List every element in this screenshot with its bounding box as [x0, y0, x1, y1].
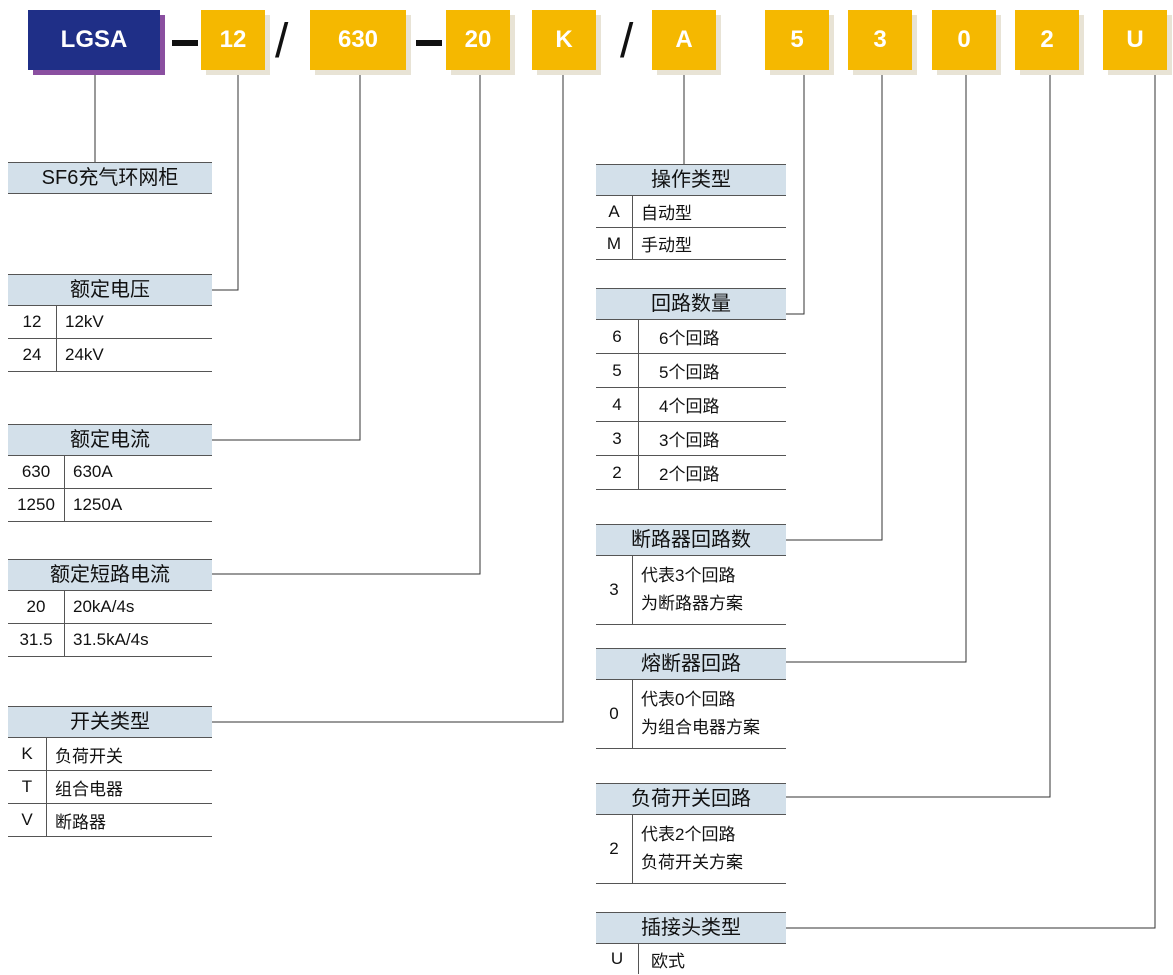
table-row: 20 20kA/4s — [8, 591, 212, 624]
table-row: M 手动型 — [596, 228, 786, 260]
table-row: 3 3个回路 — [596, 422, 786, 456]
panel-load-switch-loops: 负荷开关回路 2 代表2个回路负荷开关方案 — [596, 783, 786, 884]
panel-switch-type: 开关类型 K 负荷开关 T 组合电器 V 断路器 — [8, 706, 212, 837]
panel-current: 额定电流 630 630A 1250 1250A — [8, 424, 212, 522]
connector-U — [786, 70, 1156, 929]
connector-0 — [786, 70, 967, 663]
code-box-2: 2 — [1015, 10, 1084, 75]
panel-breaker-loops: 断路器回路数 3 代表3个回路为断路器方案 — [596, 524, 786, 625]
table-row: 1250 1250A — [8, 489, 212, 522]
panel-loop-count: 回路数量 6 6个回路 5 5个回路 4 4个回路 3 3个回路 2 2个回路 — [596, 288, 786, 490]
code-box-3: 3 — [848, 10, 917, 75]
panel-fuse-loops: 熔断器回路 0 代表0个回路为组合电器方案 — [596, 648, 786, 749]
panel-plug-type: 插接头类型 U 欧式 — [596, 912, 786, 974]
code-box-630: 630 — [310, 10, 411, 75]
panel-title: SF6充气环网柜 — [8, 162, 212, 194]
panel-title: 额定电压 — [8, 274, 212, 306]
code-box-LGSA: LGSA — [28, 10, 165, 75]
panel-title: 操作类型 — [596, 164, 786, 196]
table-row: 5 5个回路 — [596, 354, 786, 388]
panel-title: 负荷开关回路 — [596, 783, 786, 815]
table-row: 6 6个回路 — [596, 320, 786, 354]
connector-2 — [786, 70, 1051, 798]
table-row: 24 24kV — [8, 339, 212, 372]
connector-630 — [212, 70, 361, 441]
table-row: 2 代表2个回路负荷开关方案 — [596, 815, 786, 884]
table-row: 4 4个回路 — [596, 388, 786, 422]
table-row: U 欧式 — [596, 944, 786, 974]
panel-product: SF6充气环网柜 — [8, 162, 212, 194]
separator-slash: / — [275, 15, 289, 68]
table-row: 3 代表3个回路为断路器方案 — [596, 556, 786, 625]
table-row: 630 630A — [8, 456, 212, 489]
table-row: T 组合电器 — [8, 771, 212, 804]
panel-title: 额定短路电流 — [8, 559, 212, 591]
separator-dash — [416, 40, 442, 46]
panel-voltage: 额定电压 12 12kV 24 24kV — [8, 274, 212, 372]
panel-operation-type: 操作类型 A 自动型 M 手动型 — [596, 164, 786, 260]
table-row: 2 2个回路 — [596, 456, 786, 490]
code-box-20: 20 — [446, 10, 515, 75]
panel-title: 开关类型 — [8, 706, 212, 738]
code-box-K: K — [532, 10, 601, 75]
code-box-0: 0 — [932, 10, 1001, 75]
connector-3 — [786, 70, 883, 541]
panel-title: 断路器回路数 — [596, 524, 786, 556]
connector-12 — [212, 70, 239, 291]
connector-5 — [786, 70, 805, 315]
panel-title: 额定电流 — [8, 424, 212, 456]
code-box-5: 5 — [765, 10, 834, 75]
table-row: 0 代表0个回路为组合电器方案 — [596, 680, 786, 749]
connector-K — [212, 70, 564, 723]
separator-slash: / — [620, 15, 634, 68]
panel-title: 回路数量 — [596, 288, 786, 320]
separator-dash — [172, 40, 198, 46]
table-row: K 负荷开关 — [8, 738, 212, 771]
code-box-A: A — [652, 10, 721, 75]
code-box-U: U — [1103, 10, 1172, 75]
connector-20 — [212, 70, 481, 575]
table-row: A 自动型 — [596, 196, 786, 228]
table-row: 12 12kV — [8, 306, 212, 339]
code-box-12: 12 — [201, 10, 270, 75]
panel-short-circuit: 额定短路电流 20 20kA/4s 31.5 31.5kA/4s — [8, 559, 212, 657]
panel-title: 插接头类型 — [596, 912, 786, 944]
panel-title: 熔断器回路 — [596, 648, 786, 680]
table-row: V 断路器 — [8, 804, 212, 837]
table-row: 31.5 31.5kA/4s — [8, 624, 212, 657]
